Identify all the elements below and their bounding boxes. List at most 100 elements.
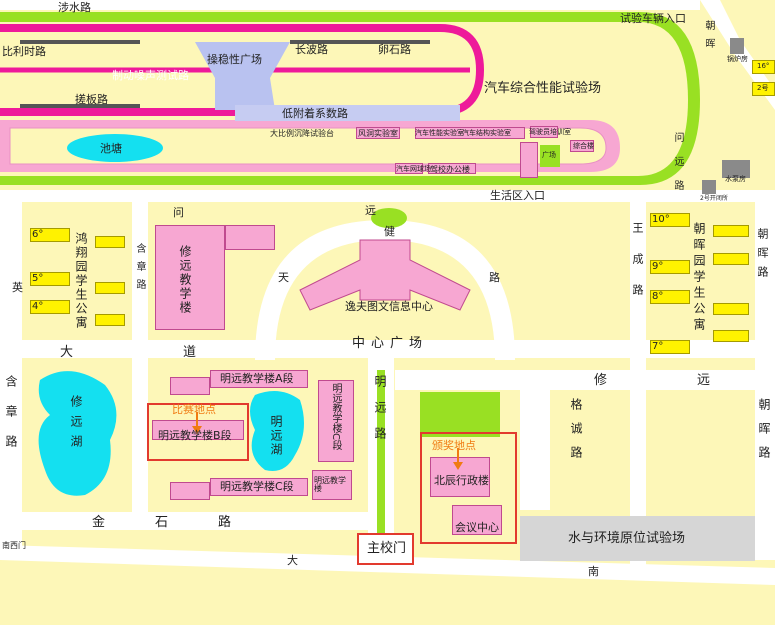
road-label: 比利时路	[2, 45, 46, 58]
road-label: 格诚路	[569, 398, 583, 470]
building-label: 明远教学楼A段	[220, 372, 294, 385]
exam-site-label: 比赛地点	[172, 403, 216, 416]
road-label: 王成路	[631, 222, 644, 315]
dorm-number: 10°	[652, 214, 670, 225]
building-label: 锅炉房	[727, 55, 748, 63]
building-label: 汽车网球场	[396, 165, 431, 173]
gate-label: 生活区入口	[490, 189, 545, 202]
dorm-c9	[650, 260, 690, 274]
test-area-label: 水与环境原位试验场	[568, 531, 686, 546]
road-label: 含章路	[134, 243, 145, 297]
mingyuan-a	[210, 370, 308, 388]
dorm-area-title: 朝晖园学生公寓	[692, 222, 706, 334]
dorm-number: 16°	[757, 62, 770, 70]
dorm-number: 8°	[652, 291, 664, 302]
road-label: 修远路	[594, 373, 775, 388]
building-label: 明远教学楼	[314, 476, 346, 493]
arrow-down-icon	[453, 448, 463, 470]
lake-label: 修远湖	[69, 395, 83, 455]
boiler-building	[730, 38, 744, 54]
east-building-a	[530, 126, 558, 138]
road-label: 朝晖	[703, 20, 714, 56]
building-label: 明远教学楼C段	[220, 480, 294, 493]
water-pump-building	[722, 160, 750, 178]
road-label: 制动噪声测试路	[112, 69, 189, 82]
dorm-h6	[30, 228, 70, 242]
dorm-c10	[650, 213, 690, 227]
plaza-label: 中心广场	[352, 336, 429, 351]
road-label: 问远路	[672, 132, 683, 204]
dorm-h4-b	[95, 314, 125, 326]
road-label: 试验车辆入口	[620, 12, 686, 25]
dorm-h6-b	[95, 236, 125, 248]
main-gate-box[interactable]	[357, 533, 414, 565]
building-label: 汽车性能实验室	[415, 129, 464, 137]
award-site-marker[interactable]	[420, 432, 517, 544]
road-label: 远	[365, 204, 376, 217]
auto-lab-building	[415, 127, 525, 139]
mingyuan-side	[312, 470, 352, 500]
switch-station	[702, 180, 716, 194]
plaza-label: 操稳性广场	[207, 53, 262, 66]
building-label: 风洞实验室	[358, 129, 398, 138]
building-label: 综合楼	[573, 142, 594, 150]
building-label: 明远教学楼C段	[330, 383, 341, 450]
road-label: 明远路	[373, 375, 387, 453]
track-title: 汽车综合性能试验场	[484, 81, 602, 96]
dorm-c8	[650, 290, 690, 304]
xiuyuan-annex	[225, 225, 275, 250]
building-title: 修远教学楼	[178, 245, 192, 315]
building-label: 驾校办公楼	[430, 165, 470, 174]
award-site-label: 颁奖地点	[432, 439, 476, 452]
mingyuan-a-west	[170, 377, 210, 395]
mingyuan-c-west	[170, 482, 210, 500]
dorm-c7-b	[713, 330, 749, 342]
road-label: 低附着系数路	[282, 107, 348, 120]
east-building-c	[520, 142, 538, 178]
building-label: 明远教学楼B段	[158, 429, 232, 442]
main-gate-label[interactable]: 主校门	[367, 541, 407, 556]
library-building	[299, 239, 471, 311]
road-label: 南	[588, 565, 599, 578]
lake-label: 明远湖	[269, 415, 283, 457]
dorm-number: 4°	[32, 301, 44, 312]
driving-school-building	[428, 163, 476, 174]
building-label: 北辰行政楼	[434, 474, 489, 487]
road-label: 长波路	[295, 43, 328, 56]
building-label: 大比例沉降试验台	[270, 129, 334, 138]
road-label: 搓板路	[75, 93, 108, 106]
dorm-h4	[30, 300, 70, 314]
conference-center	[452, 505, 502, 535]
mingyuan-c-long	[318, 380, 354, 462]
road-label: 问	[173, 206, 184, 219]
dorm-number: 9°	[652, 261, 664, 272]
dorm-number: 7°	[652, 341, 664, 352]
road-label: 涉水路	[58, 1, 91, 14]
dorm-number: 5°	[32, 273, 44, 284]
dorm-number: 6°	[32, 229, 44, 240]
road-label: 含章路	[4, 375, 18, 465]
building-label: 驾驶员培训室	[529, 128, 571, 136]
road-label: 天	[278, 271, 289, 284]
dorm-number: 2号	[757, 84, 769, 92]
dorm-h5-b	[95, 282, 125, 294]
dorm-c10-b	[713, 225, 749, 237]
road-label: 英	[12, 281, 23, 294]
road-label: 大道	[60, 345, 307, 360]
exam-site-marker[interactable]	[147, 403, 249, 461]
road-label: 大	[287, 554, 298, 567]
east-building-b	[570, 140, 594, 152]
dorm-h5	[30, 272, 70, 286]
building-label: 广场	[542, 151, 556, 159]
pond-label: 池塘	[100, 142, 122, 155]
dorm-c7	[650, 340, 690, 354]
road-label: 卵石路	[378, 43, 411, 56]
road-label: 朝晖路	[756, 228, 769, 285]
dorm-c9-b	[713, 253, 749, 265]
mingyuan-c	[210, 478, 308, 496]
auto-facility	[395, 163, 423, 174]
building-label: 会议中心	[455, 521, 499, 534]
road-label: 朝晖路	[757, 398, 771, 470]
